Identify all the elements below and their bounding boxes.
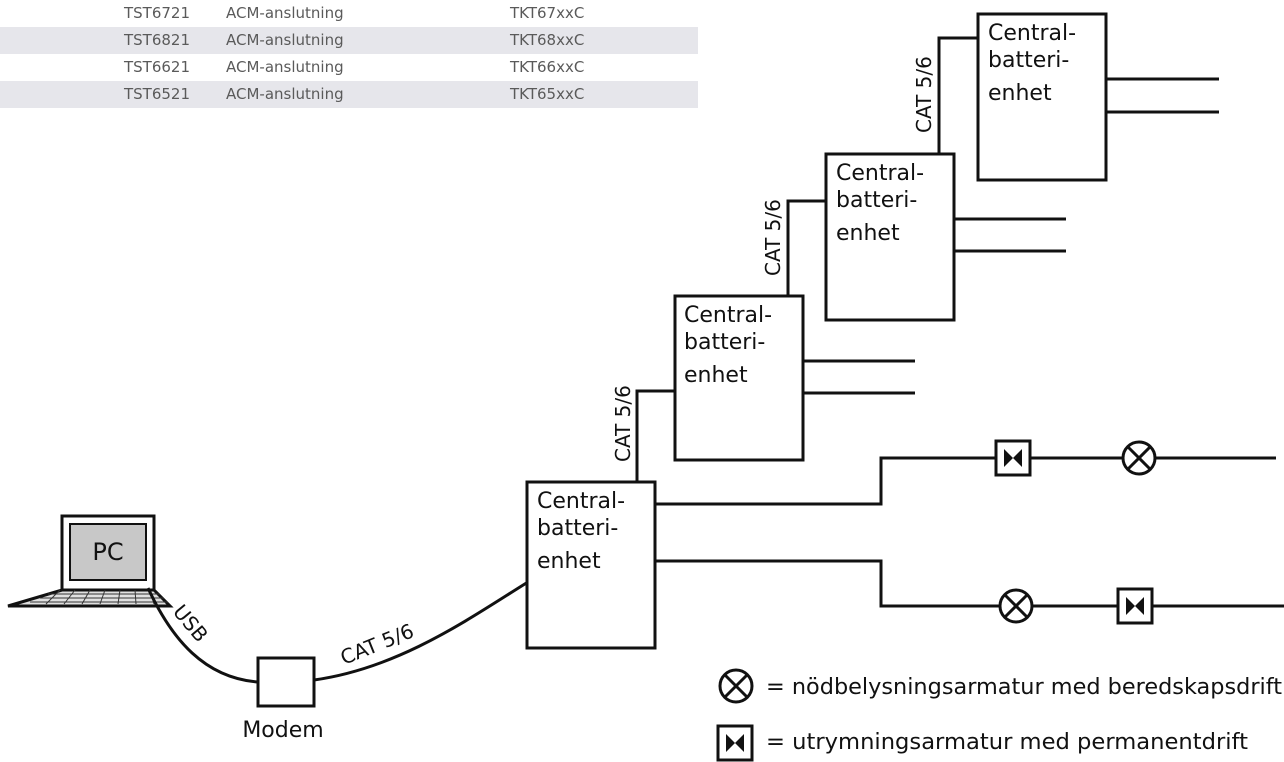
- unit-label-line: Central-: [836, 161, 924, 186]
- central-battery-unit: [673, 294, 805, 462]
- table-row: TST6821 ACM-anslutning TKT68xxC: [0, 27, 698, 54]
- unit-label-line: Central-: [988, 21, 1076, 46]
- emergency-light-icon: [998, 588, 1034, 624]
- cat-label: CAT 5/6: [761, 199, 785, 276]
- product-table: TST6721 ACM-anslutning TKT67xxC TST6821 …: [0, 0, 698, 108]
- cat-label: CAT 5/6: [611, 385, 635, 462]
- cat-label: CAT 5/6: [912, 56, 936, 133]
- connection-type: ACM-anslutning: [224, 27, 508, 54]
- cat-link: [635, 389, 675, 482]
- cat-label: CAT 5/6: [337, 619, 417, 670]
- connection-type: ACM-anslutning: [226, 58, 344, 76]
- unit-label-line: enhet: [684, 363, 748, 388]
- modem-label: Modem: [242, 718, 323, 743]
- connection-type: ACM-anslutning: [224, 81, 508, 108]
- model-code: TKT66xxC: [510, 58, 585, 76]
- central-battery-unit: [824, 152, 956, 322]
- unit-label-line: batteri-: [988, 48, 1069, 73]
- unit-label-line: enhet: [537, 549, 601, 574]
- model-code: TKT67xxC: [510, 4, 585, 22]
- central-battery-unit: [525, 480, 657, 650]
- product-code: TST6821: [112, 27, 224, 54]
- table-row: TST6521 ACM-anslutning TKT65xxC: [0, 81, 698, 108]
- product-code: TST6521: [112, 81, 224, 108]
- usb-label: USB: [168, 600, 213, 647]
- exit-fixture-icon: [994, 439, 1032, 477]
- unit-label-line: enhet: [988, 81, 1052, 106]
- cat-link: [937, 36, 978, 154]
- lighting-circuit: [655, 456, 1276, 506]
- cat-link: [786, 199, 826, 296]
- legend-emergency-text: = nödbelysningsarmatur med beredskapsdri…: [766, 675, 1282, 700]
- cat-cable: [313, 580, 529, 682]
- unit-label-line: batteri-: [836, 188, 917, 213]
- exit-fixture-icon: [1116, 587, 1154, 625]
- legend-emergency-icon: [718, 668, 754, 704]
- legend-exit-icon: [716, 724, 754, 762]
- unit-label-line: Central-: [537, 489, 625, 514]
- unit-label-line: batteri-: [684, 330, 765, 355]
- lighting-circuit: [655, 559, 1284, 608]
- connection-type: ACM-anslutning: [226, 4, 344, 22]
- table-row: TST6721 ACM-anslutning TKT67xxC: [0, 0, 698, 27]
- modem-box: [256, 656, 316, 708]
- model-code: TKT65xxC: [508, 81, 698, 108]
- central-battery-unit: [976, 12, 1108, 182]
- model-code: TKT68xxC: [508, 27, 698, 54]
- laptop-icon: [7, 514, 174, 608]
- emergency-light-icon: [1121, 440, 1157, 476]
- table-row: TST6621 ACM-anslutning TKT66xxC: [0, 54, 698, 81]
- pc-label: PC: [92, 538, 123, 566]
- product-code: TST6621: [124, 58, 191, 76]
- usb-cable: [146, 587, 259, 684]
- product-code: TST6721: [124, 4, 191, 22]
- legend-exit-text: = utrymningsarmatur med permanentdrift: [766, 730, 1248, 755]
- unit-label-line: Central-: [684, 303, 772, 328]
- unit-label-line: enhet: [836, 221, 900, 246]
- unit-label-line: batteri-: [537, 516, 618, 541]
